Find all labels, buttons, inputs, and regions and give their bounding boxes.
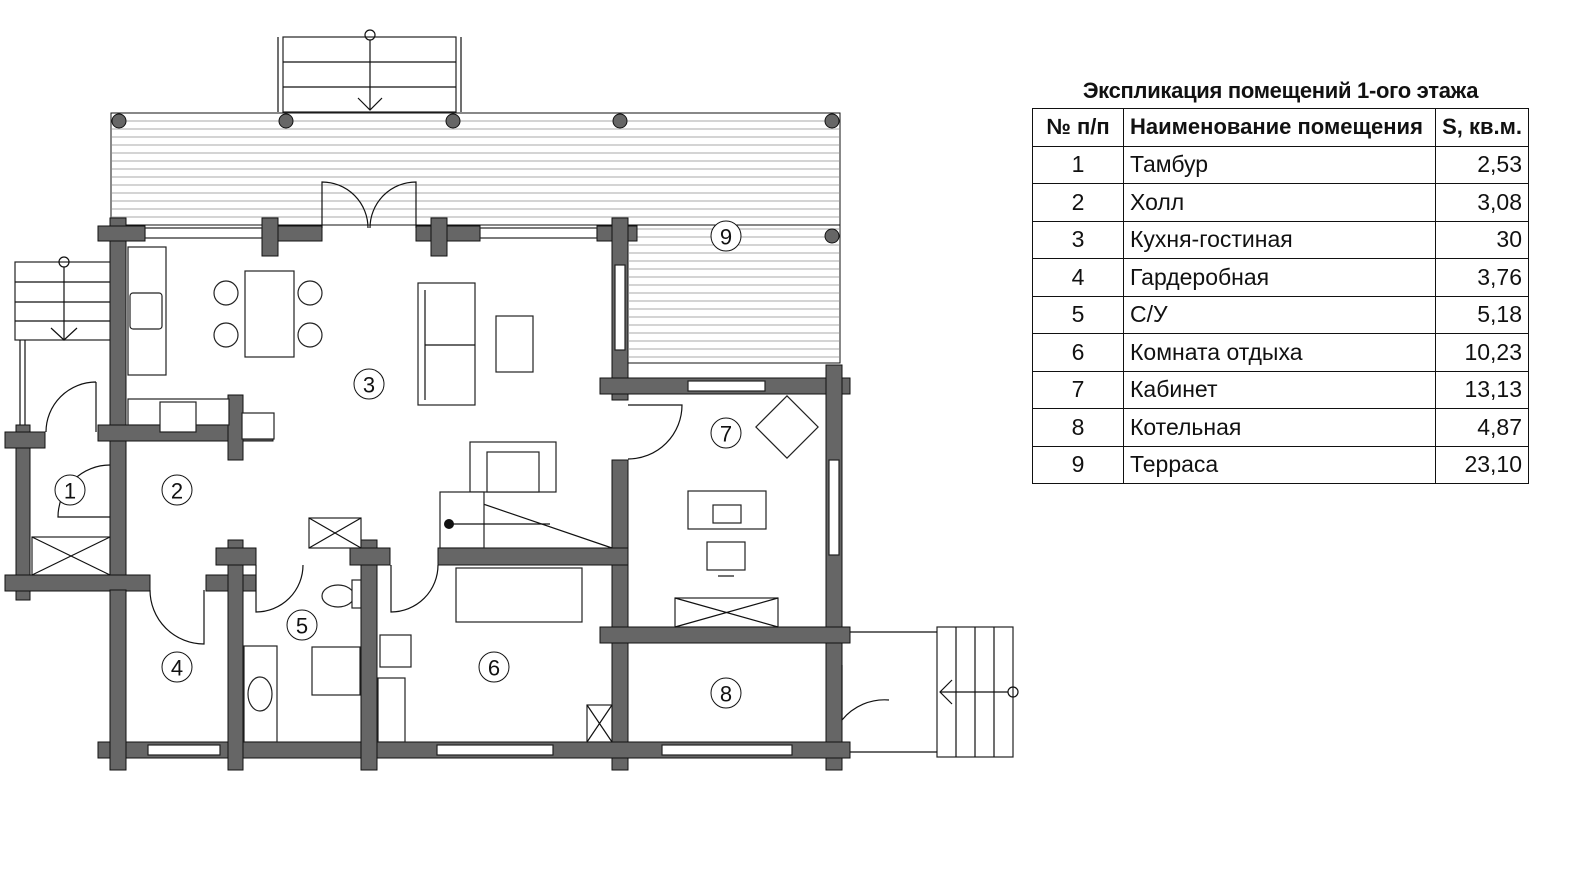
cell-name: С/У [1122,295,1437,334]
explication-table-block: Экспликация помещений 1-ого этажа № п/п … [1032,78,1529,484]
cell-area: 23,10 [1435,445,1529,484]
terrace-stairs [277,29,462,113]
cell-num: 6 [1032,333,1124,372]
svg-text:6: 6 [488,656,500,681]
explication-title: Экспликация помещений 1-ого этажа [1082,78,1479,103]
cell-num: 8 [1032,408,1124,447]
wall-segment [415,225,481,242]
wall-segment [15,424,31,601]
header-area: S, кв.м. [1435,108,1529,147]
room-label-1: 1 [54,474,86,506]
room-label-4: 4 [161,651,193,683]
cell-num: 5 [1032,295,1124,334]
room-labels: 1 2 3 4 5 6 7 8 9 [54,220,742,709]
cell-area: 3,08 [1435,183,1529,222]
svg-text:5: 5 [296,614,308,639]
cell-name: Тамбур [1122,145,1437,184]
wall-segment [599,626,851,644]
cell-num: 9 [1032,445,1124,484]
wall-segment [360,539,378,771]
wall-segment [4,431,46,449]
cell-area: 5,18 [1435,295,1529,334]
wall-segment [611,459,629,771]
floor-plan: 1 2 3 4 5 6 7 8 9 [4,29,1019,771]
wall-segment [4,574,151,592]
cell-num: 4 [1032,258,1124,297]
cell-area: 2,53 [1435,145,1529,184]
cell-area: 10,23 [1435,333,1529,372]
room-label-5: 5 [286,609,318,641]
cell-num: 7 [1032,370,1124,409]
wall-segment [349,547,391,566]
cell-area: 13,13 [1435,370,1529,409]
cell-num: 1 [1032,145,1124,184]
room-label-2: 2 [161,474,193,506]
svg-text:7: 7 [720,422,732,447]
svg-text:2: 2 [171,479,183,504]
room-label-8: 8 [710,677,742,709]
room-label-6: 6 [478,651,510,683]
cell-area: 4,87 [1435,408,1529,447]
wall-segment [227,394,244,461]
cell-name: Котельная [1122,408,1437,447]
cell-num: 2 [1032,183,1124,222]
header-num: № п/п [1032,108,1124,147]
wall-segment [261,217,279,257]
cell-name: Гардеробная [1122,258,1437,297]
cell-name: Кухня-гостиная [1122,220,1437,259]
cell-name: Холл [1122,183,1437,222]
windows [144,227,840,756]
cell-name: Комната отдыха [1122,333,1437,372]
furniture [31,246,819,743]
header-name: Наименование помещения [1122,108,1437,147]
terrace [110,112,841,364]
room-label-9: 9 [710,220,742,252]
wall-segment [97,225,146,242]
svg-text:9: 9 [720,225,732,250]
svg-text:8: 8 [720,682,732,707]
cell-area: 30 [1435,220,1529,259]
wall-segment [430,217,448,257]
room-label-7: 7 [710,417,742,449]
svg-text:1: 1 [64,479,76,504]
wall-segment [825,364,843,771]
wall-segment [227,539,244,771]
wall-segment [109,589,127,771]
cell-area: 3,76 [1435,258,1529,297]
entrance-stairs [14,256,112,428]
wall-segment [215,547,257,566]
cell-name: Кабинет [1122,370,1437,409]
boiler-stairs [850,626,1019,758]
cell-num: 3 [1032,220,1124,259]
svg-text:4: 4 [171,656,183,681]
cell-name: Терраса [1122,445,1437,484]
svg-text:3: 3 [363,373,375,398]
room-label-3: 3 [353,368,385,400]
wall-segment [437,547,629,566]
